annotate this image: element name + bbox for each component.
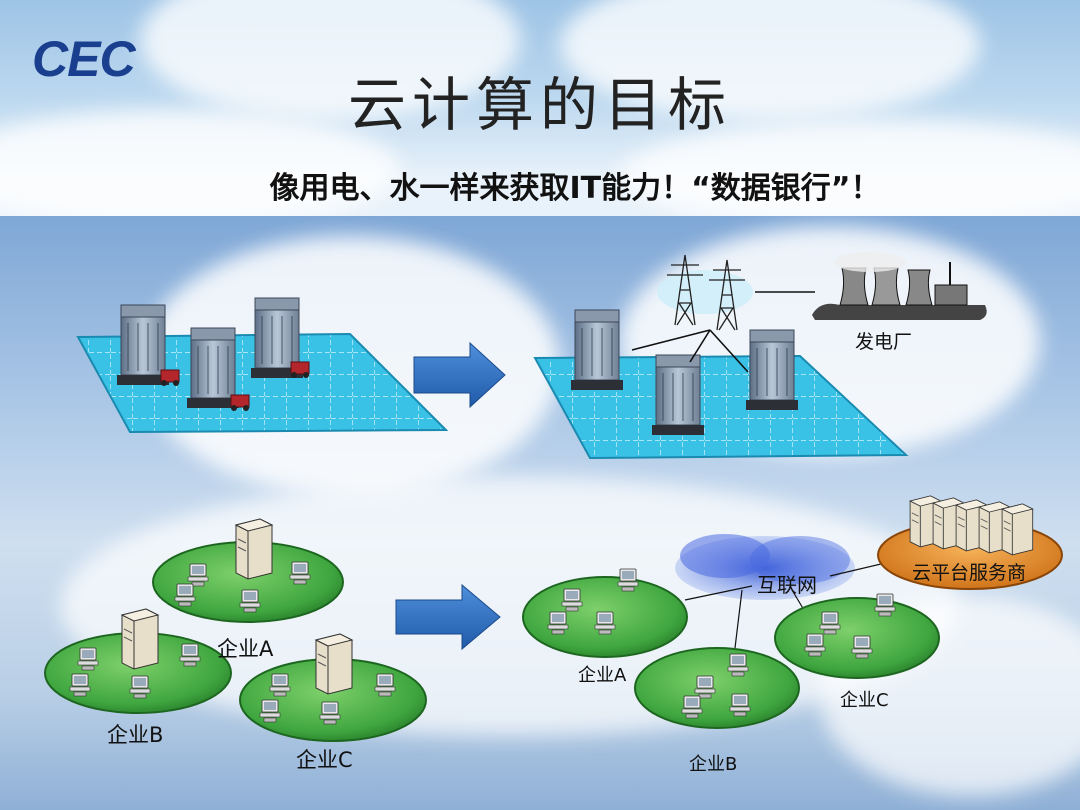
- building-icon: [570, 309, 624, 391]
- enterprise-network-c-right: [774, 593, 940, 679]
- enterprise-network-c: [239, 633, 427, 742]
- enterprise-c-label: 企业C: [296, 748, 353, 772]
- grid-platform-right: [533, 354, 909, 460]
- power-plant-icon: [812, 252, 987, 320]
- enterprise-network-b: [44, 608, 232, 714]
- enterprise-a-label: 企业A: [217, 637, 274, 661]
- building-icon: [651, 354, 705, 436]
- power-plant-label: 发电厂: [855, 331, 913, 353]
- internet-label: 互联网: [757, 573, 817, 597]
- enterprise-b-label: 企业B: [107, 723, 164, 747]
- transition-arrow: [395, 583, 501, 651]
- sky-cloud: [560, 0, 980, 120]
- enterprise-network-b-right: [634, 647, 800, 729]
- sky-cloud: [620, 120, 1080, 230]
- enterprise-c-right-label: 企业C: [840, 690, 889, 711]
- cloud-provider-label: 云平台服务商: [912, 562, 1027, 584]
- power-line: [631, 291, 815, 373]
- cec-logo: CEC: [32, 31, 136, 87]
- transition-arrow: [413, 341, 506, 409]
- page-subtitle: 像用电、水一样来获取IT能力！“数据银行”！: [269, 171, 881, 206]
- tower-cloud: [657, 270, 753, 314]
- enterprise-b-right-label: 企业B: [689, 754, 738, 775]
- sky-cloud: [0, 110, 400, 230]
- enterprise-a-right-label: 企业A: [578, 665, 627, 686]
- enterprise-network-a-right: [522, 568, 688, 658]
- building-icon: [745, 329, 799, 411]
- internet-cloud-icon: [675, 534, 855, 600]
- page-title: 云计算的目标: [347, 71, 732, 139]
- enterprise-network-a: [152, 518, 344, 623]
